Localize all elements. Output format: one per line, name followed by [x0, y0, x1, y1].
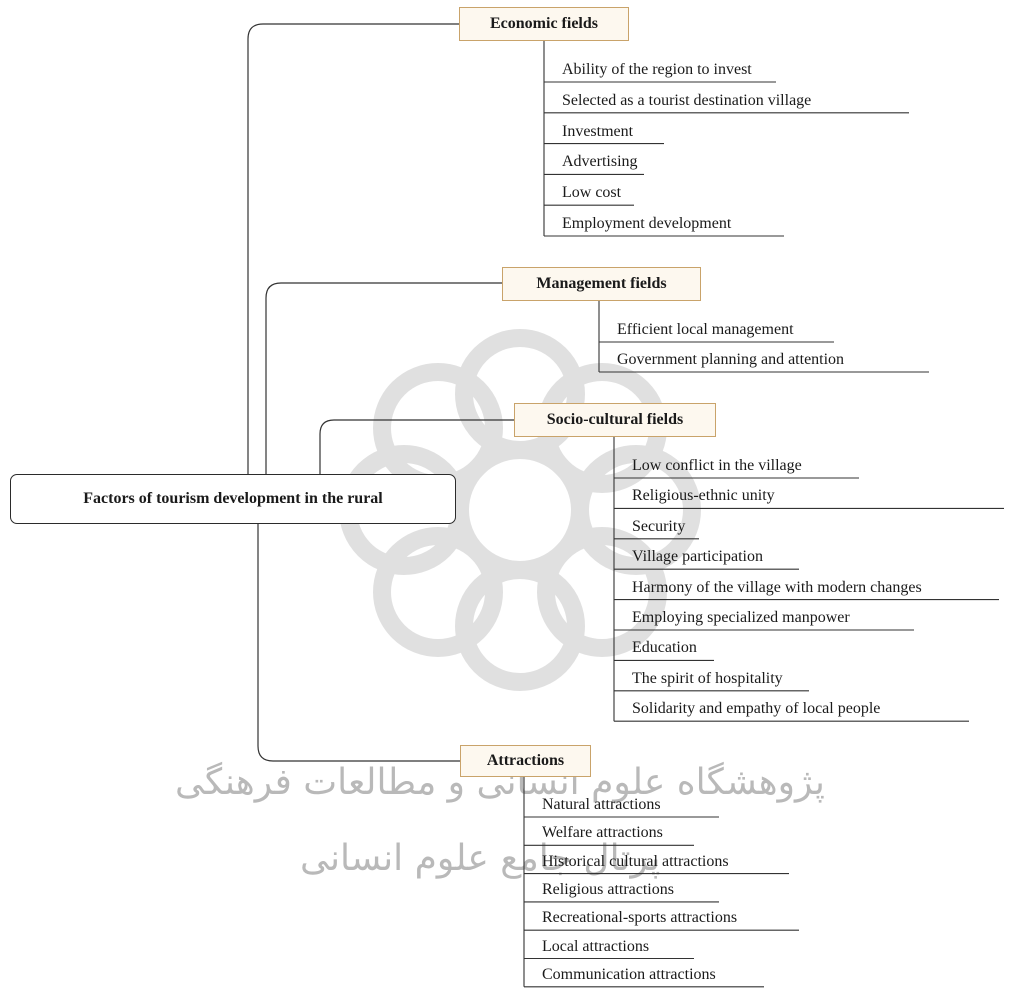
item-label: Efficient local management	[617, 321, 794, 338]
item-label: Low conflict in the village	[632, 457, 802, 474]
connector-economic	[247, 23, 459, 474]
item-label: Advertising	[562, 153, 638, 171]
root-label: Factors of tourism development in the ru…	[83, 490, 383, 507]
root-node: Factors of tourism development in the ru…	[10, 474, 456, 524]
item-label: Harmony of the village with modern chang…	[632, 578, 922, 596]
category-label: Socio-cultural fields	[546, 411, 684, 428]
category-label: Economic fields	[490, 15, 598, 32]
item-label: Low cost	[562, 184, 622, 202]
item-label: Selected as a tourist destination villag…	[562, 91, 812, 109]
item-label: Recreational-sports attractions	[542, 909, 738, 927]
item-label: Religious-ethnic unity	[632, 487, 775, 505]
item-label: Village participation	[632, 548, 763, 566]
item-label: Religious attractions	[542, 880, 674, 898]
connector-socio-cultural	[319, 419, 514, 474]
connector-management	[265, 282, 502, 474]
item-label: Natural attractions	[542, 796, 661, 813]
item-label: Historical cultural attractions	[542, 852, 729, 870]
item-label: Education	[632, 639, 697, 657]
connector-attractions	[257, 524, 460, 762]
item-label: Local attractions	[542, 937, 650, 955]
category-node: Socio-cultural fields	[514, 403, 716, 437]
item-label: Solidarity and empathy of local people	[632, 700, 881, 718]
category-label: Attractions	[486, 752, 565, 769]
item-label: Security	[632, 517, 686, 535]
item-label: The spirit of hospitality	[632, 669, 783, 687]
item-label: Employing specialized manpower	[632, 609, 850, 626]
category-label: Management fields	[536, 275, 667, 292]
category-node: Attractions	[460, 745, 591, 777]
item-label: Communication attractions	[542, 965, 716, 983]
item-label: Government planning and attention	[617, 351, 845, 368]
category-node: Management fields	[502, 267, 701, 301]
item-label: Investment	[562, 122, 634, 140]
category-node: Economic fields	[459, 7, 629, 41]
item-label: Welfare attractions	[542, 824, 663, 842]
item-label: Employment development	[562, 215, 732, 232]
item-label: Ability of the region to invest	[562, 61, 752, 78]
